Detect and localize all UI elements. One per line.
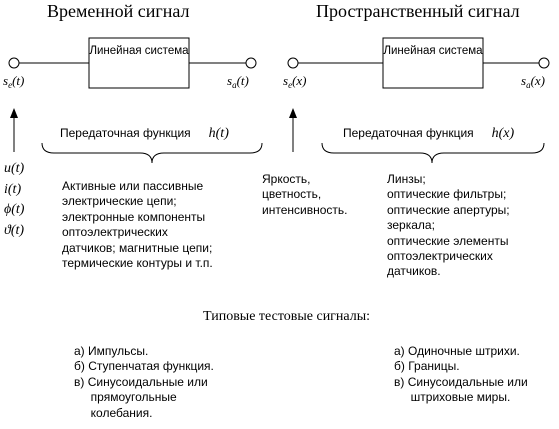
- left-input-arrowhead: [10, 108, 18, 118]
- test-signals-title: Типовые тестовые сигналы:: [203, 309, 371, 324]
- temporal-test-signals: а) Импульсы. б) Ступенчатая функция. в) …: [74, 344, 214, 420]
- left-input-signal-label: se(t): [3, 73, 25, 90]
- left-input-variables: u(t) i(t) ϕ(t) ϑ(t): [4, 161, 25, 238]
- left-title: Временной сигнал: [47, 1, 190, 21]
- right-output-terminal: [538, 57, 550, 69]
- right-input-variables: Яркость, цветность, интенсивность.: [262, 172, 348, 217]
- spatial-test-signals: а) Одиночные штрихи. б) Границы. в) Сину…: [394, 344, 528, 405]
- right-system-label: Линейная система: [383, 45, 483, 57]
- right-transfer-symbol: h(x): [491, 126, 515, 141]
- left-systems-examples: Активные или пассивные электрические цеп…: [62, 179, 213, 271]
- left-transfer-symbol: h(t): [208, 126, 229, 141]
- right-output-signal-label: sa(x): [521, 73, 545, 90]
- right-brace: [321, 142, 545, 164]
- right-system-box: [382, 37, 484, 89]
- left-brace: [41, 142, 263, 164]
- right-input-signal-label: se(x): [283, 73, 307, 90]
- left-output-terminal: [245, 57, 257, 69]
- left-system-box: [88, 37, 190, 89]
- left-system-label: Линейная система: [89, 45, 189, 57]
- right-systems-examples: Линзы; оптические фильтры; оптические ап…: [387, 172, 510, 279]
- right-title: Пространственный сигнал: [316, 1, 520, 21]
- left-output-signal-label: sa(t): [227, 73, 249, 90]
- left-input-terminal: [8, 57, 20, 69]
- right-input-terminal: [287, 57, 299, 69]
- right-input-arrowhead: [289, 108, 297, 118]
